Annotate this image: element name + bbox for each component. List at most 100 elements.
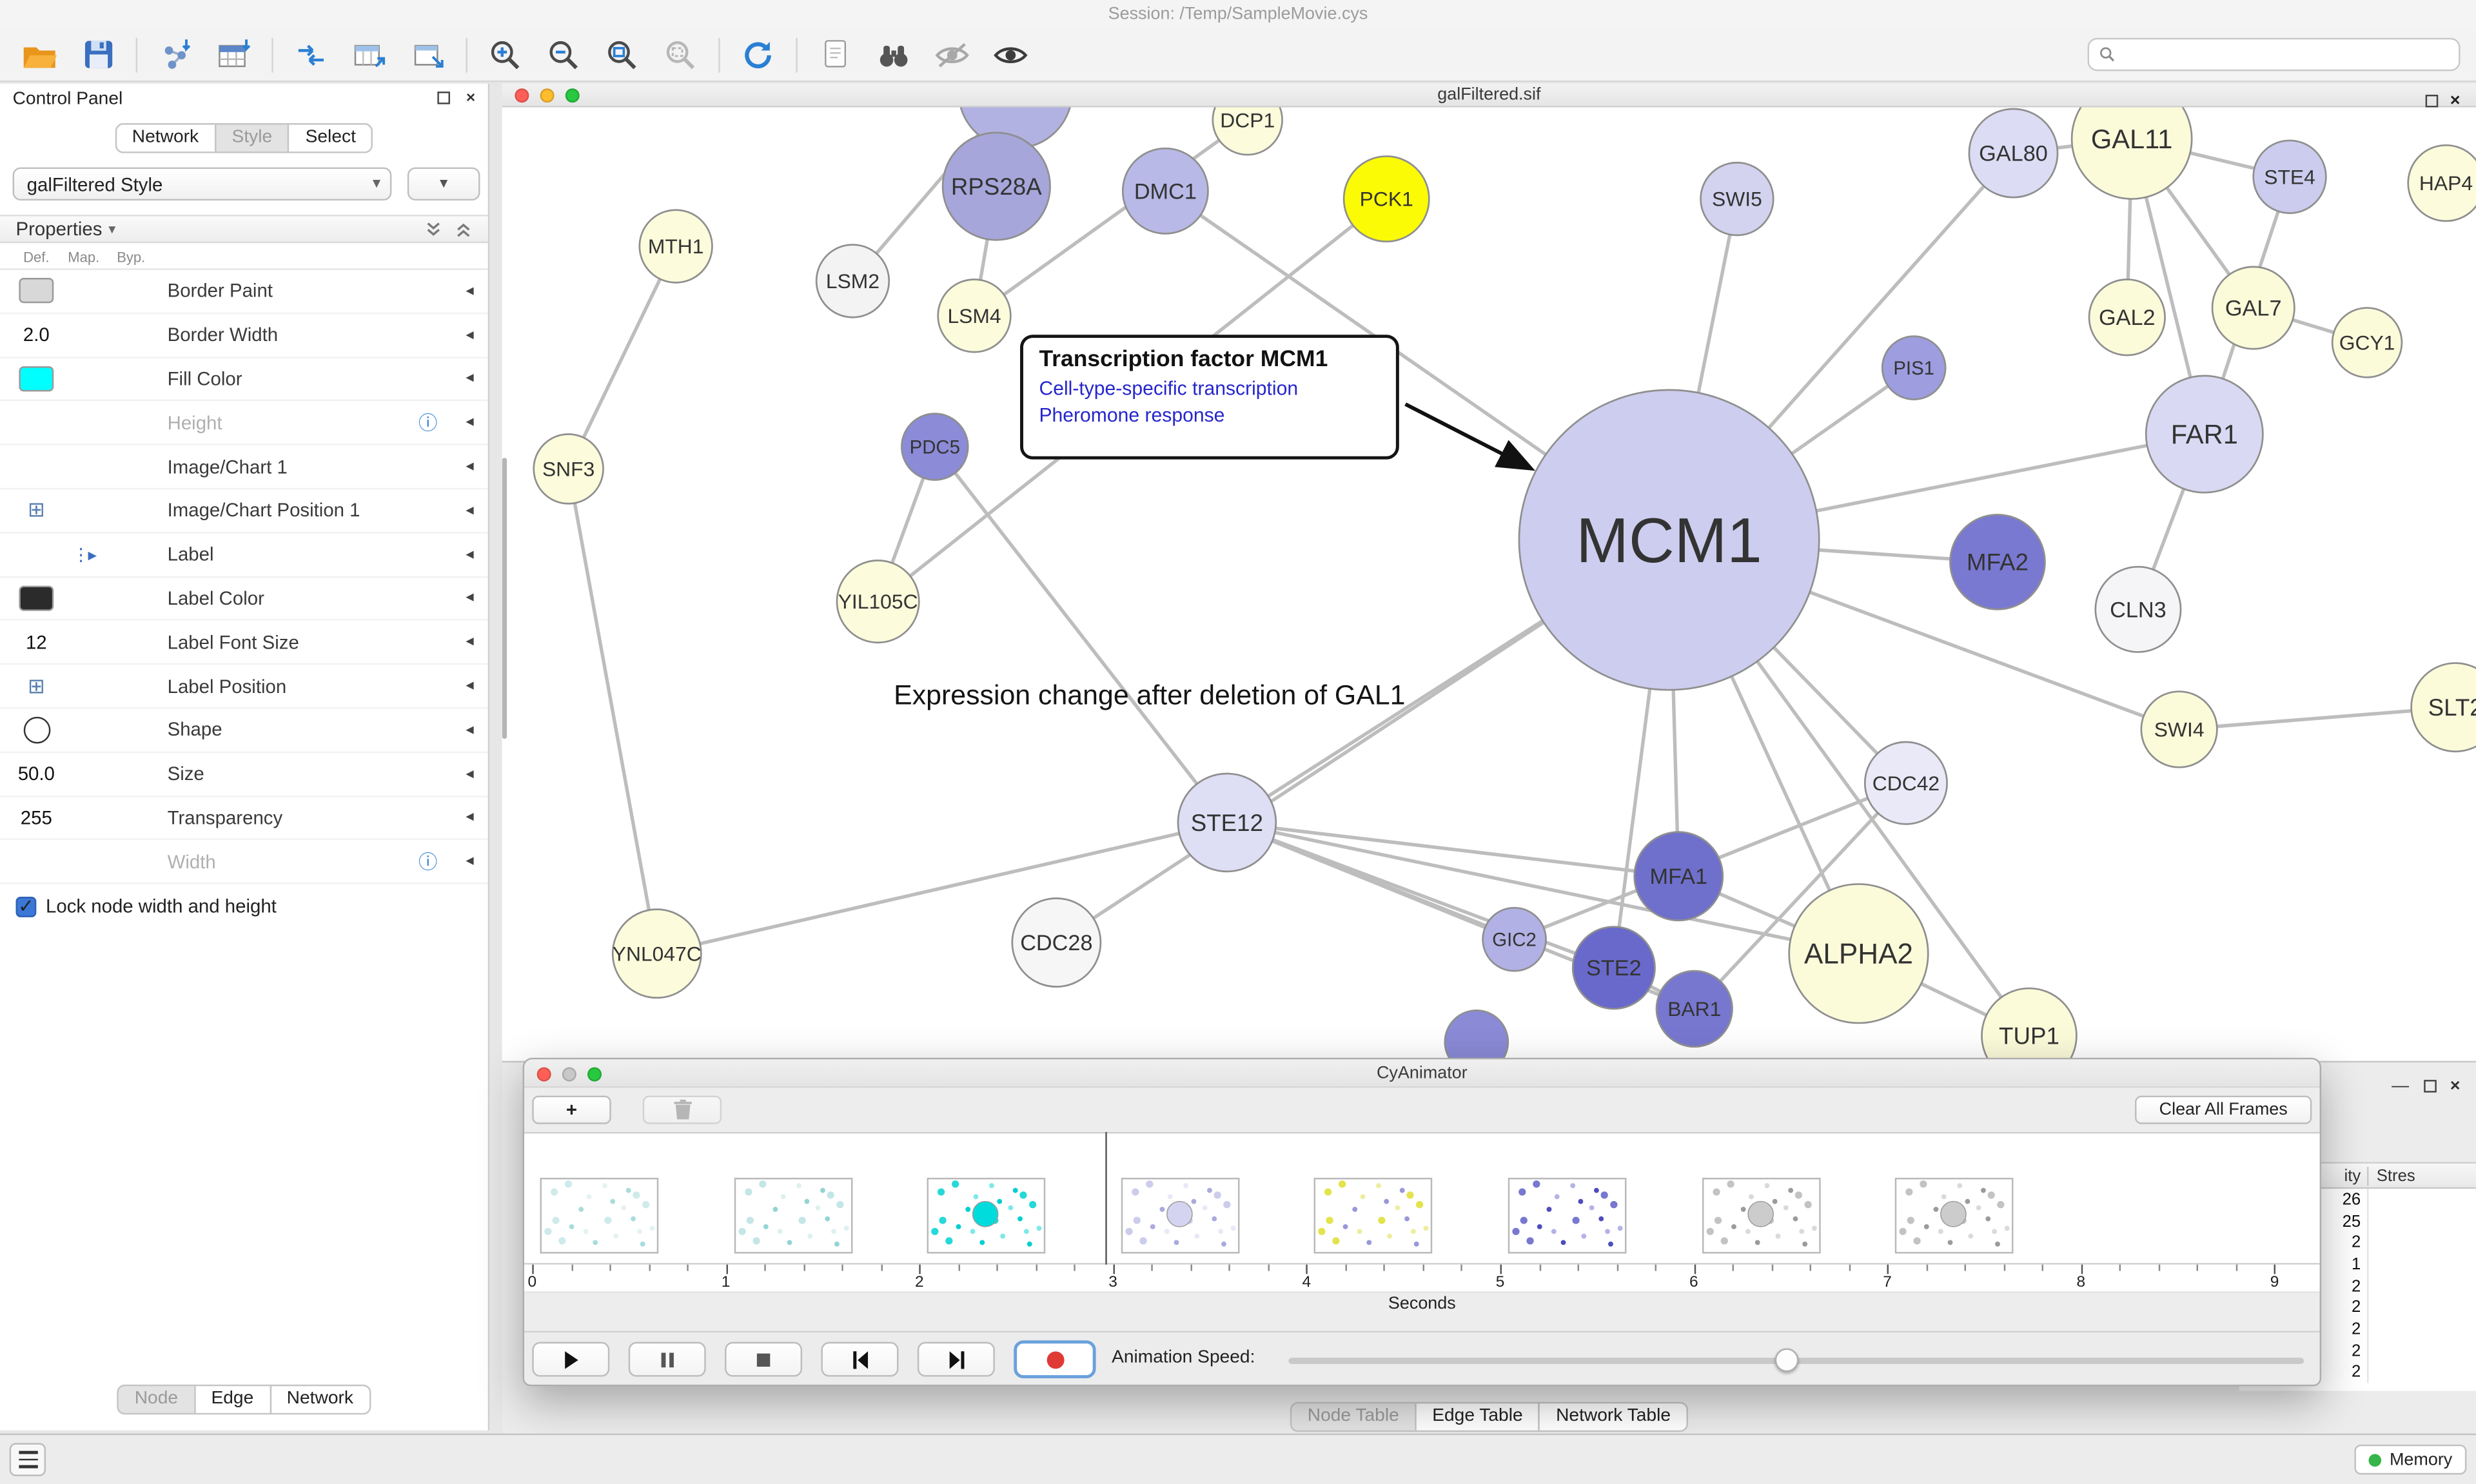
find-icon[interactable] [873,34,914,75]
network-edge[interactable] [933,445,1228,824]
row-expand-icon[interactable]: ◂ [466,721,474,739]
minimize-traffic-light[interactable] [540,88,555,103]
network-node[interactable] [1444,1010,1509,1061]
stop-button[interactable] [725,1342,803,1377]
add-frame-button[interactable]: + [532,1095,611,1124]
table-row[interactable]: 2 [2239,1232,2476,1254]
float-panel-icon[interactable] [2423,1072,2436,1100]
snapshot-icon[interactable] [815,34,856,75]
network-node[interactable]: HAP4 [2407,144,2476,222]
default-value-cell[interactable] [13,366,60,392]
refresh-view-icon[interactable] [738,34,779,75]
search-field[interactable] [2087,37,2461,72]
network-node[interactable]: STE12 [1177,772,1277,873]
row-expand-icon[interactable]: ◂ [466,370,474,388]
console-button[interactable] [9,1443,46,1476]
network-node[interactable]: STE4 [2252,139,2327,214]
table-row[interactable]: 25 [2239,1210,2476,1233]
tab-network-table[interactable]: Network Table [1538,1401,1688,1432]
network-node[interactable]: CDC42 [1863,741,1948,825]
expand-all-icon[interactable] [455,220,472,238]
row-expand-icon[interactable]: ◂ [466,502,474,520]
clear-all-frames-button[interactable]: Clear All Frames [2135,1095,2312,1124]
network-node[interactable]: PDC5 [901,413,969,481]
tab-edge[interactable]: Edge [193,1384,271,1415]
table-column-header[interactable]: ity [2344,1166,2361,1185]
network-node[interactable]: DCP1 [1212,107,1283,156]
network-node[interactable]: GAL7 [2211,266,2295,350]
table-column-header[interactable]: Stres [2367,1166,2476,1185]
network-node[interactable]: ALPHA2 [1788,883,1929,1024]
network-node[interactable]: BAR1 [1655,970,1733,1048]
close-panel-icon[interactable]: × [466,90,476,108]
network-node[interactable]: CLN3 [2094,565,2182,653]
lock-checkbox[interactable]: ✓ [15,895,37,917]
table-row[interactable]: 2 [2239,1318,2476,1340]
minimize-panel-icon[interactable]: — [2392,1077,2410,1096]
property-row[interactable]: ⋮▸Label◂ [0,533,488,578]
network-edge[interactable] [1226,821,1679,878]
zoom-fit-icon[interactable] [602,34,643,75]
row-expand-icon[interactable]: ◂ [466,545,474,563]
new-network-window-icon[interactable] [408,34,449,75]
table-row[interactable]: 1 [2239,1253,2476,1276]
row-expand-icon[interactable]: ◂ [466,589,474,607]
network-node[interactable]: GAL2 [2088,278,2166,356]
default-value-cell[interactable] [13,585,60,611]
table-row[interactable]: 2 [2239,1362,2476,1383]
network-node[interactable]: SLT2 [2410,662,2476,753]
frame-thumbnail[interactable] [733,1177,852,1254]
network-edge[interactable] [656,821,1228,955]
tab-node-table[interactable]: Node Table [1290,1401,1417,1432]
frame-thumbnail[interactable] [540,1177,659,1254]
export-network-icon[interactable] [291,34,332,75]
network-canvas[interactable]: RPS28BDCP1RPS28ADMC1PCK1SWI5GAL80GAL11ST… [502,107,2476,1061]
zoom-selected-icon[interactable] [660,34,702,75]
save-session-icon[interactable] [77,34,119,75]
close-traffic-light[interactable] [515,88,529,103]
network-node[interactable]: LSM4 [937,278,1012,353]
property-row[interactable]: Image/Chart 1◂ [0,445,488,490]
row-expand-icon[interactable]: ◂ [466,765,474,783]
import-table-file-icon[interactable] [213,34,255,75]
close-window-icon[interactable]: × [2450,92,2461,111]
hide-selected-icon[interactable] [932,34,973,75]
speed-slider-knob[interactable] [1774,1348,1799,1372]
network-edge[interactable] [566,468,659,954]
import-network-file-icon[interactable] [155,34,196,75]
network-node[interactable]: PCK1 [1342,155,1430,243]
row-expand-icon[interactable]: ◂ [466,677,474,695]
style-combobox[interactable]: galFiltered Style ▾ [12,167,392,201]
table-row[interactable]: 2 [2239,1340,2476,1362]
network-node[interactable]: GAL80 [1968,108,2059,199]
network-node[interactable]: CDC28 [1011,897,1102,988]
property-row[interactable]: Fill Color◂ [0,358,488,402]
network-svg[interactable]: RPS28BDCP1RPS28ADMC1PCK1SWI5GAL80GAL11ST… [502,107,2476,1061]
annotation-link[interactable]: Pheromone response [1039,404,1225,427]
zoom-traffic-light[interactable] [587,1066,602,1081]
close-panel-icon[interactable]: × [2450,1077,2461,1096]
network-node[interactable]: MTH1 [638,209,713,284]
delete-frame-button[interactable] [642,1095,722,1124]
default-value-cell[interactable] [13,278,60,304]
network-node[interactable]: GAL11 [2070,107,2193,200]
row-expand-icon[interactable]: ◂ [466,808,474,826]
network-node[interactable]: LSM2 [815,244,890,318]
zoom-traffic-light[interactable] [565,88,580,103]
default-value-cell[interactable]: ⊞ [13,674,60,699]
network-edge[interactable] [567,245,678,470]
row-expand-icon[interactable]: ◂ [466,414,474,432]
row-expand-icon[interactable]: ◂ [466,282,474,300]
network-node[interactable]: GIC2 [1482,906,1547,972]
network-node[interactable]: SWI4 [2140,690,2218,768]
property-row[interactable]: Label Color◂ [0,577,488,621]
properties-header[interactable]: Properties ▾ [0,215,488,244]
tab-style[interactable]: Style [214,123,290,153]
minimize-traffic-light[interactable] [562,1066,576,1081]
network-window-titlebar[interactable]: galFiltered.sif × [502,83,2476,111]
